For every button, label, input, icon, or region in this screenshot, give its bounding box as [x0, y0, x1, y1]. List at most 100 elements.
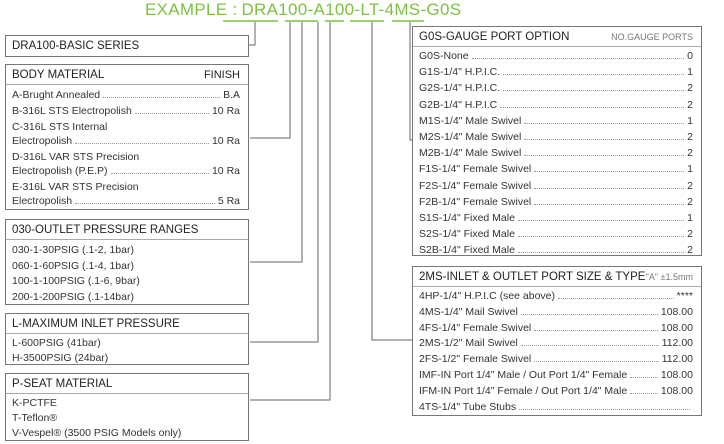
port-size-item: IFM-IN Port 1/4" Female / Out Port 1/4" … [413, 383, 701, 399]
port-size-item: 4HP-1/4" H.P.I.C (see above)**** [413, 288, 701, 304]
gauge-port-item-label: F2S-1/4" Female Swivel [419, 179, 532, 192]
port-size-item-label: 4MS-1/4" Mail Swivel [419, 305, 518, 318]
body-material-item-label: B-316L STS Electropolish [12, 105, 132, 117]
gauge-port-item-label: M2S-1/4" Male Swivel [419, 131, 522, 143]
inlet-pressure-item: L-600PSIG (41bar) [6, 335, 248, 351]
gauge-port-item: G0S-None 0 [413, 48, 701, 64]
seat-material-item-label: K-PCTFE [12, 397, 57, 409]
example-separator: - [307, 0, 314, 19]
dot-leader [524, 129, 685, 140]
gauge-port-item-value: 1 [687, 212, 693, 224]
port-size-item-value: 108.00 [660, 305, 693, 318]
outlet-pressure-box: 030-OUTLET PRESSURE RANGES 030-1-30PSIG … [5, 219, 249, 305]
inlet-pressure-box: L-MAXIMUM INLET PRESSURE L-600PSIG (41ba… [5, 313, 249, 365]
outlet-pressure-item-label: 030-1-30PSIG (.1-2, 1bar) [12, 244, 134, 256]
body-material-item: Electropolish (P.E.P)10 Ra [6, 163, 248, 179]
gauge-port-item-value: 2 [687, 179, 693, 192]
gauge-port-item-value: 0 [687, 50, 693, 62]
gauge-port-item: G2S-1/4" H.P.I.C.2 [413, 80, 701, 96]
dot-leader [558, 288, 674, 299]
gauge-port-header: G0S-GAUGE PORT OPTION NO.GAUGE PORTS [413, 27, 701, 47]
connector-seat [250, 22, 331, 401]
inlet-pressure-item-label: L-600PSIG (41bar) [12, 337, 101, 349]
gauge-port-item-value: 2 [687, 195, 693, 208]
body-material-item-label: A-Brught Annealed [12, 89, 101, 101]
dot-leader [517, 242, 685, 254]
body-material-item-label: C-316L STS Internal [12, 121, 108, 133]
port-size-title: 2MS-INLET & OUTLET PORT SIZE & TYPE [419, 271, 646, 283]
port-size-item: 2MS-1/2" Mail Swivel 112.00 [413, 335, 701, 351]
finish-label: FINISH [203, 69, 240, 81]
outlet-pressure-item-label: 200-1-200PSIG (.1-14bar) [12, 290, 134, 303]
gauge-port-item-value: 1 [687, 163, 693, 176]
dot-leader [534, 161, 685, 173]
port-size-item-label: IFM-IN Port 1/4" Female / Out Port 1/4" … [419, 384, 628, 397]
gauge-port-item-label: F1S-1/4" Female Swivel [419, 163, 532, 176]
gauge-port-title: G0S-GAUGE PORT OPTION [419, 31, 570, 43]
dot-leader [630, 383, 658, 394]
example-code-part: LT [360, 0, 379, 19]
gauge-port-item-label: M1S-1/4" Male Swivel [419, 114, 522, 127]
gauge-port-item-value: 2 [687, 244, 693, 257]
example-separator: - [420, 0, 427, 19]
gauge-port-count-label: NO.GAUGE PORTS [611, 32, 693, 42]
port-size-item-value: 112.00 [661, 337, 693, 350]
body-material-item: C-316L STS Internal [6, 119, 248, 135]
basic-series-box: DRA100-BASIC SERIES [5, 35, 249, 57]
port-size-item-value: 108.00 [660, 384, 693, 397]
dot-leader [503, 80, 685, 92]
port-size-item: 4MS-1/4" Mail Swivel 108.00 [413, 304, 701, 320]
port-size-item: 4TS-1/4" Tube Stubs [413, 399, 701, 415]
gauge-port-item: F1S-1/4" Female Swivel 1 [413, 161, 701, 177]
dot-leader [75, 193, 215, 204]
port-size-item-value: **** [676, 290, 693, 302]
gauge-port-item-label: F2B-1/4" Female Swivel [419, 195, 532, 208]
seat-material-item: T-Teflon® [6, 410, 248, 426]
dot-leader [534, 320, 658, 331]
dot-leader [630, 367, 658, 378]
gauge-port-item-label: G0S-None [419, 50, 469, 62]
gauge-port-item-value: 1 [687, 66, 693, 79]
connector-basic [248, 22, 256, 46]
dot-leader [517, 210, 685, 221]
port-size-item: 4FS-1/4" Female Swivel 108.00 [413, 320, 701, 336]
gauge-port-item-label: G1S-1/4" H.P.I.C. [419, 66, 501, 79]
inlet-pressure-item-label: H-3500PSIG (24bar) [12, 352, 109, 364]
connector-body [250, 22, 291, 139]
dot-leader [103, 87, 221, 98]
example-code-part: 4MS [384, 0, 421, 19]
port-size-item: IMF-IN Port 1/4" Male / Out Port 1/4" Fe… [413, 367, 701, 383]
seat-material-item-label: T-Teflon® [12, 412, 58, 424]
dot-leader [534, 178, 685, 189]
gauge-port-item-value: 2 [687, 228, 693, 241]
gauge-port-item: G1S-1/4" H.P.I.C. 1 [413, 64, 701, 80]
dot-leader [134, 103, 209, 114]
basic-series-title: DRA100-BASIC SERIES [12, 40, 140, 52]
body-material-item-label: Electropolish [12, 135, 73, 147]
outlet-pressure-item-label: 100-1-100PSIG (.1-6, 9bar) [12, 275, 140, 287]
gauge-port-box: G0S-GAUGE PORT OPTION NO.GAUGE PORTS G0S… [412, 26, 702, 256]
gauge-port-item: F2B-1/4" Female Swivel 2 [413, 194, 701, 210]
port-size-item-label: 2MS-1/2" Mail Swivel [419, 337, 518, 350]
example-code-part: G0S [426, 0, 462, 19]
port-size-item-label: 4FS-1/4" Female Swivel [419, 321, 532, 334]
gauge-port-item-value: 1 [687, 114, 693, 127]
body-material-item-label: Electropolish [12, 195, 73, 207]
gauge-port-item-label: S1S-1/4" Fixed Male [419, 212, 515, 224]
port-size-tolerance: "A" ±1.5mm [645, 272, 693, 282]
example-separator: - [378, 0, 385, 19]
port-size-item-label: 4TS-1/4" Tube Stubs [419, 400, 517, 413]
body-material-item-value: 10 Ra [211, 165, 240, 177]
port-size-item-value: 108.00 [660, 321, 693, 334]
seat-material-item: K-PCTFE [6, 395, 248, 411]
port-size-item-value: 108.00 [660, 369, 693, 381]
example-code-part: A100 [313, 0, 355, 19]
